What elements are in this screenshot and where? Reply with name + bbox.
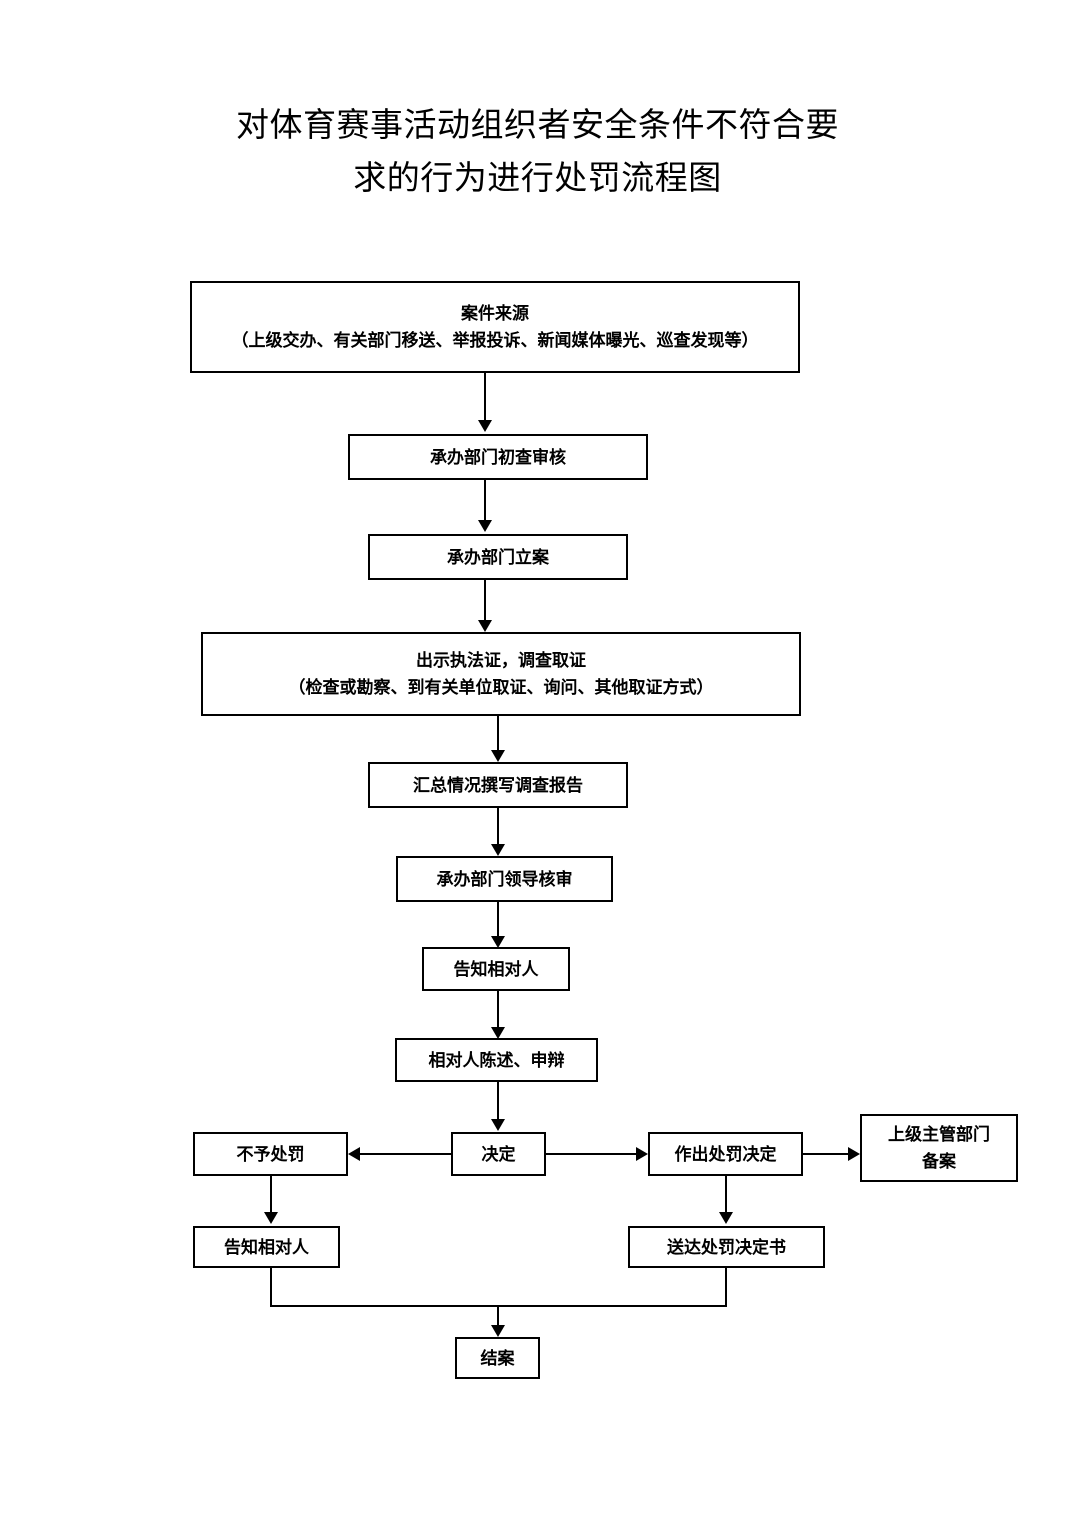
node-leader-review-label: 承办部门领导核审 bbox=[436, 869, 573, 889]
edge-notify-party-2-drop bbox=[270, 1268, 272, 1307]
edge-notify-party-1-to-party-statement bbox=[497, 991, 499, 1031]
arrowhead-down-3 bbox=[478, 620, 492, 632]
node-file-case-label: 承办部门立案 bbox=[447, 547, 549, 567]
node-preliminary-review[interactable]: 承办部门初查审核 bbox=[348, 434, 648, 480]
node-case-source-line-2: （上级交办、有关部门移送、举报投诉、新闻媒体曝光、巡查发现等） bbox=[231, 331, 759, 350]
arrowhead-down-2 bbox=[478, 520, 492, 532]
arrowhead-down-11 bbox=[491, 1325, 505, 1337]
node-case-source-line-1: 案件来源 bbox=[461, 304, 529, 323]
edge-make-penalty-decision-to-serve-decision bbox=[725, 1176, 727, 1214]
node-party-statement[interactable]: 相对人陈述、申辩 bbox=[395, 1038, 598, 1082]
node-notify-party-2[interactable]: 告知相对人 bbox=[193, 1226, 340, 1268]
node-decision[interactable]: 决定 bbox=[451, 1132, 546, 1176]
node-notify-party-2-label: 告知相对人 bbox=[224, 1237, 309, 1257]
edge-decision-to-no-penalty bbox=[360, 1153, 451, 1155]
edge-decision-to-make-penalty-decision bbox=[546, 1153, 636, 1155]
node-close-case-label: 结案 bbox=[480, 1348, 515, 1368]
edge-investigate-to-write-report bbox=[497, 716, 499, 754]
edge-file-case-to-investigate bbox=[484, 580, 486, 624]
node-notify-party-1-label: 告知相对人 bbox=[453, 959, 539, 979]
arrowhead-down-8 bbox=[491, 1119, 505, 1131]
node-serve-decision[interactable]: 送达处罚决定书 bbox=[628, 1226, 825, 1268]
node-investigate-line-2: （检查或勘察、到有关单位取证、询问、其他取证方式） bbox=[288, 678, 714, 697]
arrowhead-down-6 bbox=[491, 936, 505, 948]
edge-no-penalty-to-notify-party-2 bbox=[270, 1176, 272, 1214]
edge-preliminary-review-to-file-case bbox=[484, 480, 486, 522]
node-make-penalty-decision-label: 作出处罚决定 bbox=[674, 1144, 777, 1164]
node-no-penalty[interactable]: 不予处罚 bbox=[193, 1132, 348, 1176]
node-write-report-label: 汇总情况撰写调查报告 bbox=[413, 775, 583, 795]
node-superior-record-line-1: 上级主管部门 bbox=[888, 1125, 990, 1144]
node-superior-record[interactable]: 上级主管部门 备案 bbox=[860, 1114, 1018, 1182]
arrowhead-down-7 bbox=[491, 1027, 505, 1039]
arrowhead-right-1 bbox=[636, 1147, 648, 1161]
edge-serve-decision-drop bbox=[725, 1268, 727, 1307]
node-preliminary-review-label: 承办部门初查审核 bbox=[430, 447, 566, 467]
node-superior-record-line-2: 备案 bbox=[922, 1152, 956, 1171]
node-party-statement-label: 相对人陈述、申辩 bbox=[428, 1050, 565, 1070]
node-notify-party-1[interactable]: 告知相对人 bbox=[422, 947, 570, 991]
page-title: 对体育赛事活动组织者安全条件不符合要 求的行为进行处罚流程图 bbox=[236, 106, 839, 196]
node-leader-review[interactable]: 承办部门领导核审 bbox=[396, 856, 613, 902]
arrowhead-down-4 bbox=[491, 750, 505, 762]
arrowhead-down-10 bbox=[719, 1212, 733, 1224]
node-file-case[interactable]: 承办部门立案 bbox=[368, 534, 628, 580]
arrowhead-down-9 bbox=[264, 1212, 278, 1224]
edge-write-report-to-leader-review bbox=[497, 808, 499, 848]
arrowhead-right-2 bbox=[848, 1147, 860, 1161]
node-write-report[interactable]: 汇总情况撰写调查报告 bbox=[368, 762, 628, 808]
arrowhead-left-1 bbox=[348, 1147, 360, 1161]
node-serve-decision-label: 送达处罚决定书 bbox=[667, 1237, 786, 1257]
edge-merge-to-close-case bbox=[497, 1305, 499, 1329]
node-make-penalty-decision[interactable]: 作出处罚决定 bbox=[648, 1132, 803, 1176]
edge-party-statement-to-decision bbox=[497, 1082, 499, 1121]
arrowhead-down-1 bbox=[478, 420, 492, 432]
node-decision-label: 决定 bbox=[481, 1144, 516, 1164]
edge-make-penalty-decision-to-superior-record bbox=[803, 1153, 848, 1155]
node-investigate[interactable]: 出示执法证，调查取证 （检查或勘察、到有关单位取证、询问、其他取证方式） bbox=[201, 632, 801, 716]
arrowhead-down-5 bbox=[491, 844, 505, 856]
node-close-case[interactable]: 结案 bbox=[455, 1337, 540, 1379]
edge-leader-review-to-notify-party-1 bbox=[497, 902, 499, 940]
node-no-penalty-label: 不予处罚 bbox=[236, 1144, 305, 1164]
node-investigate-line-1: 出示执法证，调查取证 bbox=[416, 651, 586, 670]
edge-case-source-to-preliminary-review bbox=[484, 373, 486, 422]
node-case-source[interactable]: 案件来源 （上级交办、有关部门移送、举报投诉、新闻媒体曝光、巡查发现等） bbox=[190, 281, 800, 373]
